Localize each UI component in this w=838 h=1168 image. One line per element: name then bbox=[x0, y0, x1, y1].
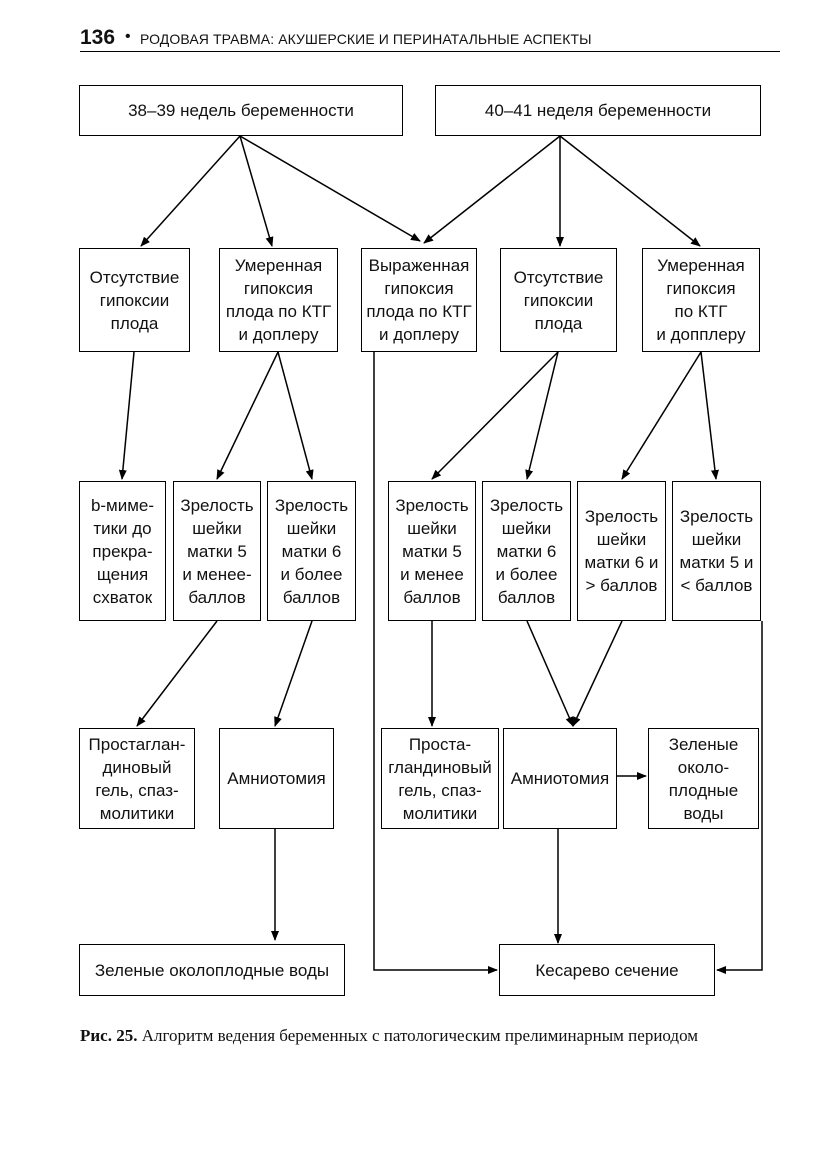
box-cesarean: Кесарево сечение bbox=[499, 944, 715, 996]
arrow-4041-to-moderate bbox=[559, 135, 701, 247]
box-no-hypoxia-left: Отсутствие гипоксии плода bbox=[79, 248, 190, 352]
box-prostaglandin-right: Проста- гландиновый гель, спаз- молитики bbox=[381, 728, 499, 829]
header-bullet: • bbox=[125, 28, 131, 45]
box-maturity-6-mid: Зрелость шейки матки 6 и более баллов bbox=[482, 481, 571, 621]
arrow-3839-to-no-hypoxia bbox=[140, 135, 241, 247]
box-amniotomy-left: Амниотомия bbox=[219, 728, 334, 829]
arrow-3839-to-severe bbox=[239, 135, 421, 242]
box-38-39-weeks: 38–39 недель беременности bbox=[79, 85, 403, 136]
arrow-moderate-to-mat6 bbox=[277, 351, 314, 480]
running-header: 136 • РОДОВАЯ ТРАВМА: АКУШЕРСКИЕ И ПЕРИН… bbox=[80, 26, 780, 56]
header-rule bbox=[80, 51, 780, 52]
box-40-41-weeks: 40–41 неделя беременности bbox=[435, 85, 761, 136]
box-green-fluid-right: Зеленые около- плодные воды bbox=[648, 728, 759, 829]
arrow-moderate-to-mat5 bbox=[216, 351, 279, 480]
arrow-mat6-mid-to-amnio bbox=[526, 620, 574, 727]
arrow-mat6-left-to-amnio bbox=[274, 620, 313, 727]
box-no-hypoxia-right: Отсутствие гипоксии плода bbox=[500, 248, 617, 352]
box-maturity-5-mid: Зрелость шейки матки 5 и менее баллов bbox=[388, 481, 476, 621]
arrow-nohyp-right-to-mat5 bbox=[431, 351, 559, 480]
arrow-4041-to-severe bbox=[423, 135, 561, 244]
figure-caption: Рис. 25. Алгоритм ведения беременных с п… bbox=[80, 1024, 770, 1047]
caption-label: Рис. 25. bbox=[80, 1026, 138, 1045]
arrow-nohyp-right-to-mat6 bbox=[525, 351, 559, 480]
box-green-fluid-left: Зеленые околоплодные воды bbox=[79, 944, 345, 996]
box-maturity-6-right: Зрелость шейки матки 6 и > баллов bbox=[577, 481, 666, 621]
box-amniotomy-right: Амниотомия bbox=[503, 728, 617, 829]
arrow-severe-to-cesarean bbox=[373, 350, 498, 974]
arrow-mat6-right-to-amnio bbox=[572, 620, 623, 727]
box-b-mimetics: b-миме- тики до прекра- щения схваток bbox=[79, 481, 166, 621]
box-moderate-hypoxia-right: Умеренная гипоксия по КТГ и допплеру bbox=[642, 248, 760, 352]
arrow-nohyp-to-bmimetics bbox=[118, 351, 135, 480]
box-maturity-6-left: Зрелость шейки матки 6 и более баллов bbox=[267, 481, 356, 621]
arrow-3839-to-moderate bbox=[239, 135, 274, 247]
arrow-mat5-right-to-cesarean bbox=[716, 621, 763, 974]
box-maturity-5-left: Зрелость шейки матки 5 и менее- баллов bbox=[173, 481, 261, 621]
box-prostaglandin-left: Простаглан- диновый гель, спаз- молитики bbox=[79, 728, 195, 829]
arrow-moderate-right-to-mat6 bbox=[621, 351, 702, 480]
page-number: 136 bbox=[80, 26, 116, 49]
arrow-moderate-right-to-mat5 bbox=[700, 351, 719, 480]
running-title: РОДОВАЯ ТРАВМА: АКУШЕРСКИЕ И ПЕРИНАТАЛЬН… bbox=[140, 31, 592, 47]
box-maturity-5-right: Зрелость шейки матки 5 и < баллов bbox=[672, 481, 761, 621]
box-moderate-hypoxia-left: Умеренная гипоксия плода по КТГ и доплер… bbox=[219, 248, 338, 352]
box-severe-hypoxia: Выраженная гипоксия плода по КТГ и допле… bbox=[361, 248, 477, 352]
caption-text: Алгоритм ведения беременных с патологиче… bbox=[137, 1026, 699, 1045]
arrow-mat5-left-to-prost bbox=[136, 620, 218, 727]
